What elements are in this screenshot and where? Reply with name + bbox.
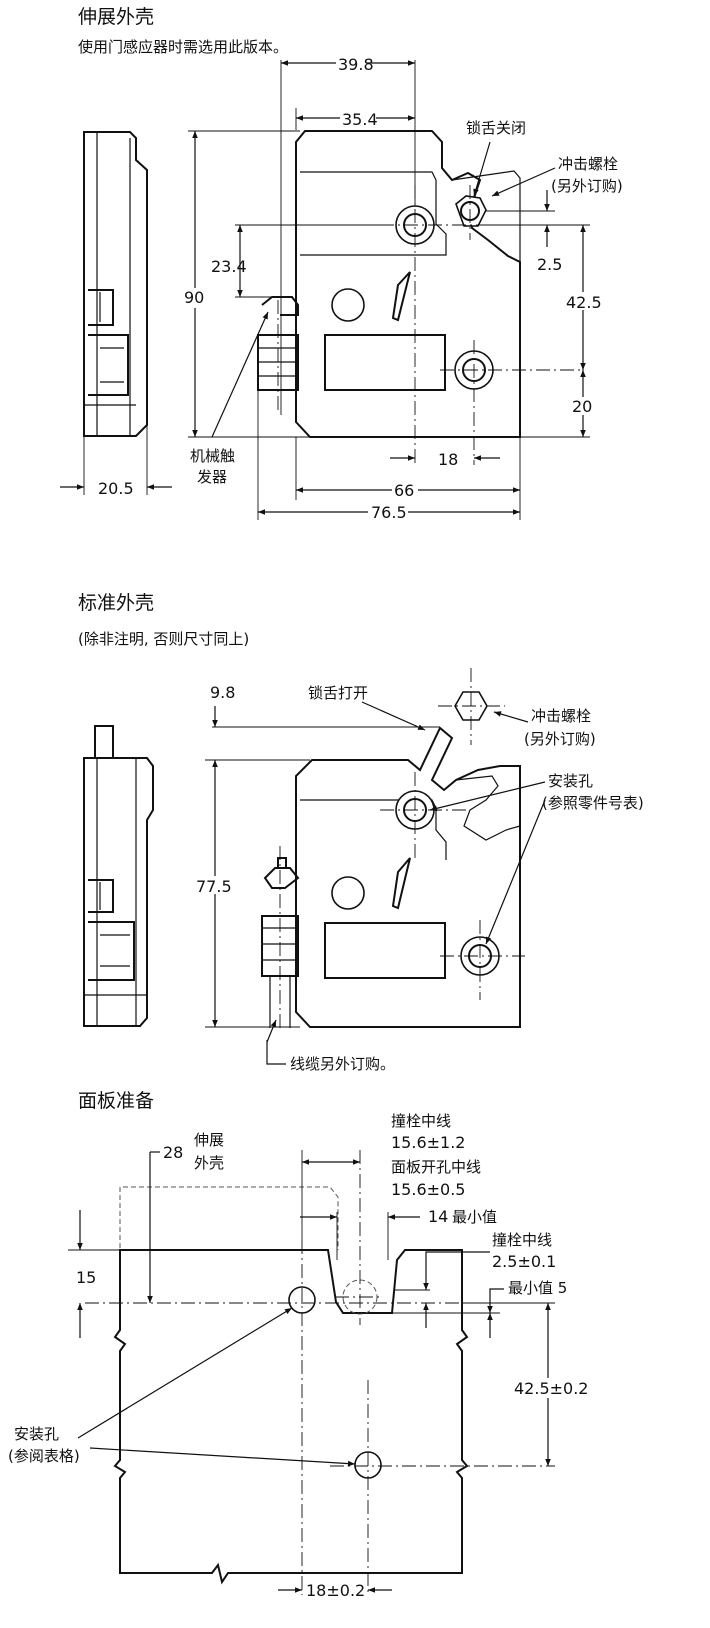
see-part-table-label: (参照零件号表) xyxy=(542,794,644,812)
standard-housing-title: 标准外壳 xyxy=(78,592,154,614)
sold-separately-label: (另外订购) xyxy=(551,177,623,195)
dim-2-5-0-1: 2.5±0.1 xyxy=(492,1252,556,1271)
front-view-extended xyxy=(257,130,580,465)
front-view-standard xyxy=(261,668,525,1030)
dim-15-6-0-5: 15.6±0.5 xyxy=(391,1180,465,1199)
bolt-open-label: 锁舌打开 xyxy=(308,684,368,702)
slot xyxy=(391,857,411,910)
label-window xyxy=(324,334,446,391)
dim-76-5: 76.5 xyxy=(371,503,407,522)
extended-housing-note: 使用门感应器时需选用此版本。 xyxy=(78,38,288,56)
strike-bolt-label: 冲击螺栓 xyxy=(531,707,591,725)
dim-42-5: 42.5 xyxy=(566,293,602,312)
mounting-hole-label: 安装孔 xyxy=(14,1425,59,1443)
round-hole xyxy=(331,876,365,910)
standard-housing-note: (除非注明, 否则尺寸同上) xyxy=(78,630,249,648)
round-hole xyxy=(331,288,365,322)
bolt-closed-label: 锁舌关闭 xyxy=(466,119,526,137)
minimum-5-label: 最小值 5 xyxy=(508,1279,567,1297)
dim-20: 20 xyxy=(572,397,592,416)
panel-cutout xyxy=(85,1150,555,1595)
extended-housing-outline xyxy=(119,1186,339,1280)
slot xyxy=(391,271,411,322)
dim-14: 14 xyxy=(428,1207,448,1226)
cable-note: 线缆另外订购。 xyxy=(290,1055,395,1073)
side-view-standard xyxy=(83,725,154,1027)
panel-preparation-section: 面板准备 xyxy=(8,1090,592,1600)
dim-15: 15 xyxy=(76,1268,96,1287)
dim-28: 28 xyxy=(163,1143,183,1162)
sold-separately-label: (另外订购) xyxy=(524,730,596,748)
panel-prep-title: 面板准备 xyxy=(78,1090,154,1112)
dim-2-5: 2.5 xyxy=(537,255,562,274)
dim-9-8: 9.8 xyxy=(210,683,235,702)
dim-42-5-0-2: 42.5±0.2 xyxy=(514,1379,588,1398)
extended-housing-label-1: 伸展 xyxy=(194,1131,224,1149)
extended-housing-section: 伸展外壳 使用门感应器时需选用此版本。 xyxy=(60,6,623,522)
dim-18-0-2: 18±0.2 xyxy=(306,1581,365,1600)
dim-15-6-1-2: 15.6±1.2 xyxy=(391,1133,465,1152)
dim-39-8: 39.8 xyxy=(338,55,374,74)
mounting-hole-label: 安装孔 xyxy=(548,772,593,790)
standard-housing-section: 标准外壳 (除非注明, 否则尺寸同上) xyxy=(78,592,644,1073)
strike-centerline-label: 撞栓中线 xyxy=(391,1112,451,1130)
label-window xyxy=(324,922,446,979)
dim-90: 90 xyxy=(184,288,204,307)
dim-23-4: 23.4 xyxy=(211,257,247,276)
strike-bolt-label: 冲击螺栓 xyxy=(558,155,618,173)
mechanical-trigger-label-2: 发器 xyxy=(197,468,227,486)
minimum-label: 最小值 xyxy=(452,1208,497,1226)
dim-18: 18 xyxy=(438,450,458,469)
panel-hole-centerline-label: 面板开孔中线 xyxy=(391,1158,481,1176)
mechanical-trigger-label-1: 机械触 xyxy=(190,447,235,465)
dim-20-5: 20.5 xyxy=(98,479,134,498)
dim-66: 66 xyxy=(394,481,414,500)
side-view-extended xyxy=(83,131,148,437)
dim-77-5: 77.5 xyxy=(196,877,232,896)
see-table-label: (参阅表格) xyxy=(8,1447,80,1465)
strike-centerline-label-2: 撞栓中线 xyxy=(492,1231,552,1249)
extended-housing-title: 伸展外壳 xyxy=(78,6,154,28)
extended-housing-label-2: 外壳 xyxy=(194,1154,224,1172)
dim-35-4: 35.4 xyxy=(342,110,378,129)
